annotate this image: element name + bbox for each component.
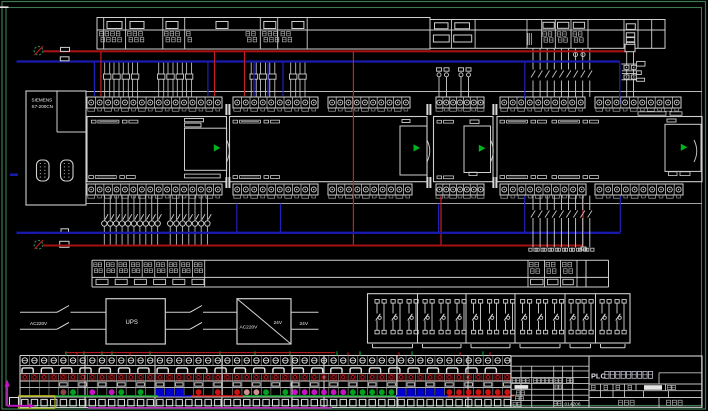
svg-text:24V: 24V [300, 321, 309, 327]
svg-text:AC220V: AC220V [30, 321, 48, 326]
svg-text:S7-200CN: S7-200CN [32, 104, 53, 109]
svg-text:014206: 014206 [565, 401, 581, 407]
svg-text:PLC: PLC [591, 371, 606, 380]
svg-text:AC220V: AC220V [240, 325, 259, 331]
svg-text:UPS: UPS [126, 320, 138, 326]
svg-text:24V: 24V [274, 320, 283, 326]
svg-text:SIEMENS: SIEMENS [32, 98, 53, 103]
